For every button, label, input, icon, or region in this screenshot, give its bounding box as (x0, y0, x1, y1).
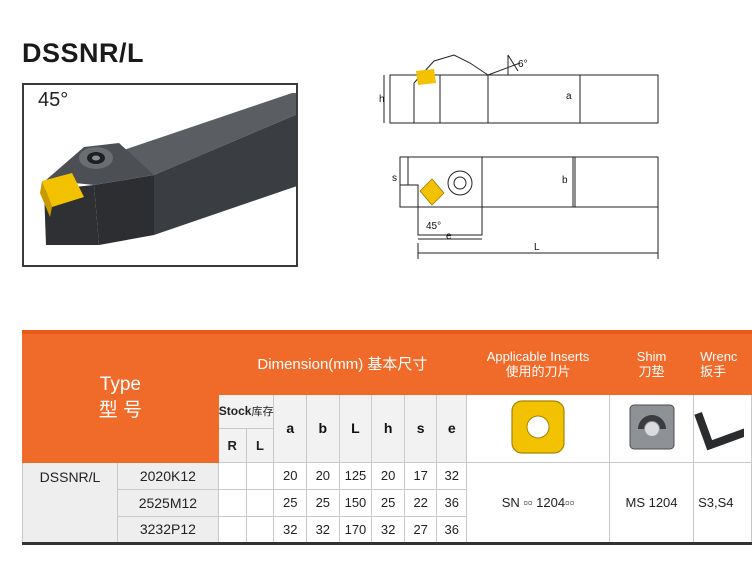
cell-e: 32 (436, 461, 468, 490)
cell-b: 32 (306, 515, 340, 545)
shim-header-en: Shim (636, 348, 667, 364)
label-L: L (534, 242, 540, 253)
col-header-s: s (403, 393, 438, 463)
inserts-header-en: Applicable Inserts (486, 348, 590, 364)
cell-L: 125 (338, 461, 373, 490)
table-row: 3232P12 32 32 170 32 27 36 (23, 515, 752, 545)
dimension-drawing (383, 54, 659, 259)
inserts-header-cn: 使用的刀片 (505, 363, 571, 379)
dimension-header: Dimension(mm) 基本尺寸 (217, 330, 468, 395)
stock-l-cell (245, 515, 275, 545)
shim-header: Shim 刀垫 (608, 330, 695, 395)
cell-e: 36 (436, 488, 468, 517)
stock-l-header: L (245, 427, 275, 463)
row-code: 2020K12 (117, 461, 219, 490)
square-insert-icon (511, 399, 565, 454)
label-a: a (566, 91, 572, 102)
insert-value-cell: SN ▫▫ 1204▫▫ (466, 461, 610, 545)
wrench-image-cell (693, 393, 752, 463)
stock-l-cell (245, 461, 275, 490)
stock-r-cell (217, 461, 247, 490)
label-6deg: 6° (518, 59, 528, 70)
wrench-header-en: Wrenc (700, 348, 738, 364)
label-s: s (392, 173, 397, 184)
tool-holder-illustration (40, 93, 296, 245)
label-45deg: 45° (426, 221, 442, 232)
cell-h: 32 (371, 515, 405, 545)
type-header-cn: 型 号 (98, 399, 143, 421)
cell-a: 25 (273, 488, 308, 517)
tool-photo: 45° (22, 83, 298, 267)
product-title: DSSNR/L (22, 38, 145, 68)
col-header-e: e (436, 393, 468, 463)
wrench-header-cn: 扳手 (700, 363, 727, 379)
cell-s: 17 (403, 461, 438, 490)
hex-wrench-icon (694, 411, 747, 450)
cell-L: 170 (338, 515, 373, 545)
label-e: e (446, 231, 452, 242)
stock-l-cell (245, 488, 275, 517)
stock-r-cell (217, 488, 247, 517)
type-header: Type 型 号 (22, 330, 219, 463)
cell-a: 32 (273, 515, 308, 545)
row-code: 3232P12 (117, 515, 219, 545)
wrench-value-cell: S3,S4 (693, 461, 752, 545)
cell-a: 20 (273, 461, 308, 490)
table-row: 2525M12 25 25 150 25 22 36 (23, 488, 752, 517)
shim-icon (629, 404, 675, 449)
insert-image-cell (466, 393, 610, 463)
cell-b: 20 (306, 461, 340, 490)
label-h: h (379, 94, 385, 105)
stock-header-cn: 库存 (251, 406, 274, 418)
stock-header-en: Stock (218, 404, 252, 418)
shim-image-cell (608, 393, 695, 463)
col-header-L: L (338, 393, 373, 463)
cell-e: 36 (436, 515, 468, 545)
col-header-h: h (371, 393, 405, 463)
wrench-header: Wrenc 扳手 (693, 330, 752, 395)
table-row: DSSNR/L 2020K12 20 20 125 20 17 32 SN ▫▫… (22, 461, 752, 545)
shim-value-cell: MS 1204 (608, 461, 695, 545)
cell-h: 25 (371, 488, 405, 517)
shim-header-cn: 刀垫 (638, 363, 665, 379)
stock-r-cell (217, 515, 247, 545)
cell-s: 27 (403, 515, 438, 545)
cell-h: 20 (371, 461, 405, 490)
col-header-b: b (306, 393, 340, 463)
label-b: b (562, 175, 568, 186)
cell-s: 22 (403, 488, 438, 517)
technical-drawing: h a 6° s b 45° e L (370, 45, 670, 265)
row-code: 2525M12 (117, 488, 219, 517)
col-header-a: a (273, 393, 308, 463)
spec-table: Type 型 号 Dimension(mm) 基本尺寸 Applicable I… (22, 330, 752, 545)
cell-L: 150 (338, 488, 373, 517)
stock-r-header: R (217, 427, 247, 463)
inserts-header: Applicable Inserts 使用的刀片 (466, 330, 610, 395)
stock-header: Stock库存 (217, 393, 275, 429)
type-name-cell: DSSNR/L (22, 461, 118, 545)
cell-b: 25 (306, 488, 340, 517)
type-header-en: Type (99, 373, 141, 395)
photo-angle-label: 45° (38, 89, 69, 111)
